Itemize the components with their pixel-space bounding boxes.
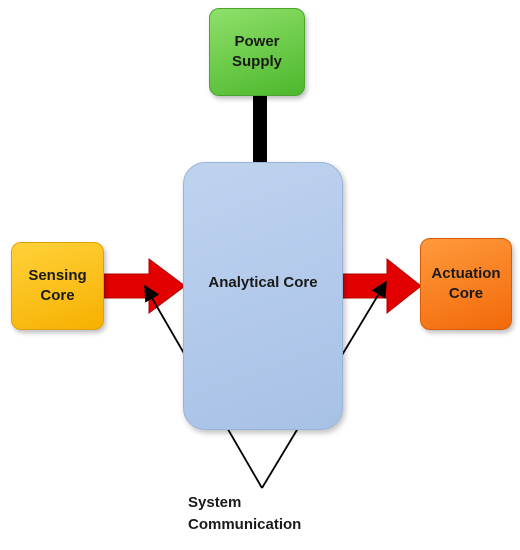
power-supply-label: Power Supply bbox=[231, 32, 282, 70]
power-connector-bar bbox=[253, 96, 267, 164]
analytical-core-label: Analytical Core bbox=[208, 273, 318, 291]
analytical-to-actuation-arrow bbox=[342, 257, 422, 315]
system-communication-label: System Communication bbox=[188, 494, 302, 533]
analytical-core-node: Analytical Core bbox=[183, 162, 343, 430]
sensing-core-label: Sensing Core bbox=[28, 266, 87, 304]
actuation-core-node: Actuation Core bbox=[420, 238, 512, 330]
sensing-to-analytical-arrow bbox=[103, 258, 186, 314]
power-supply-node: Power Supply bbox=[209, 8, 305, 96]
actuation-core-label: Actuation Core bbox=[431, 264, 501, 302]
sensing-core-node: Sensing Core bbox=[11, 242, 104, 330]
